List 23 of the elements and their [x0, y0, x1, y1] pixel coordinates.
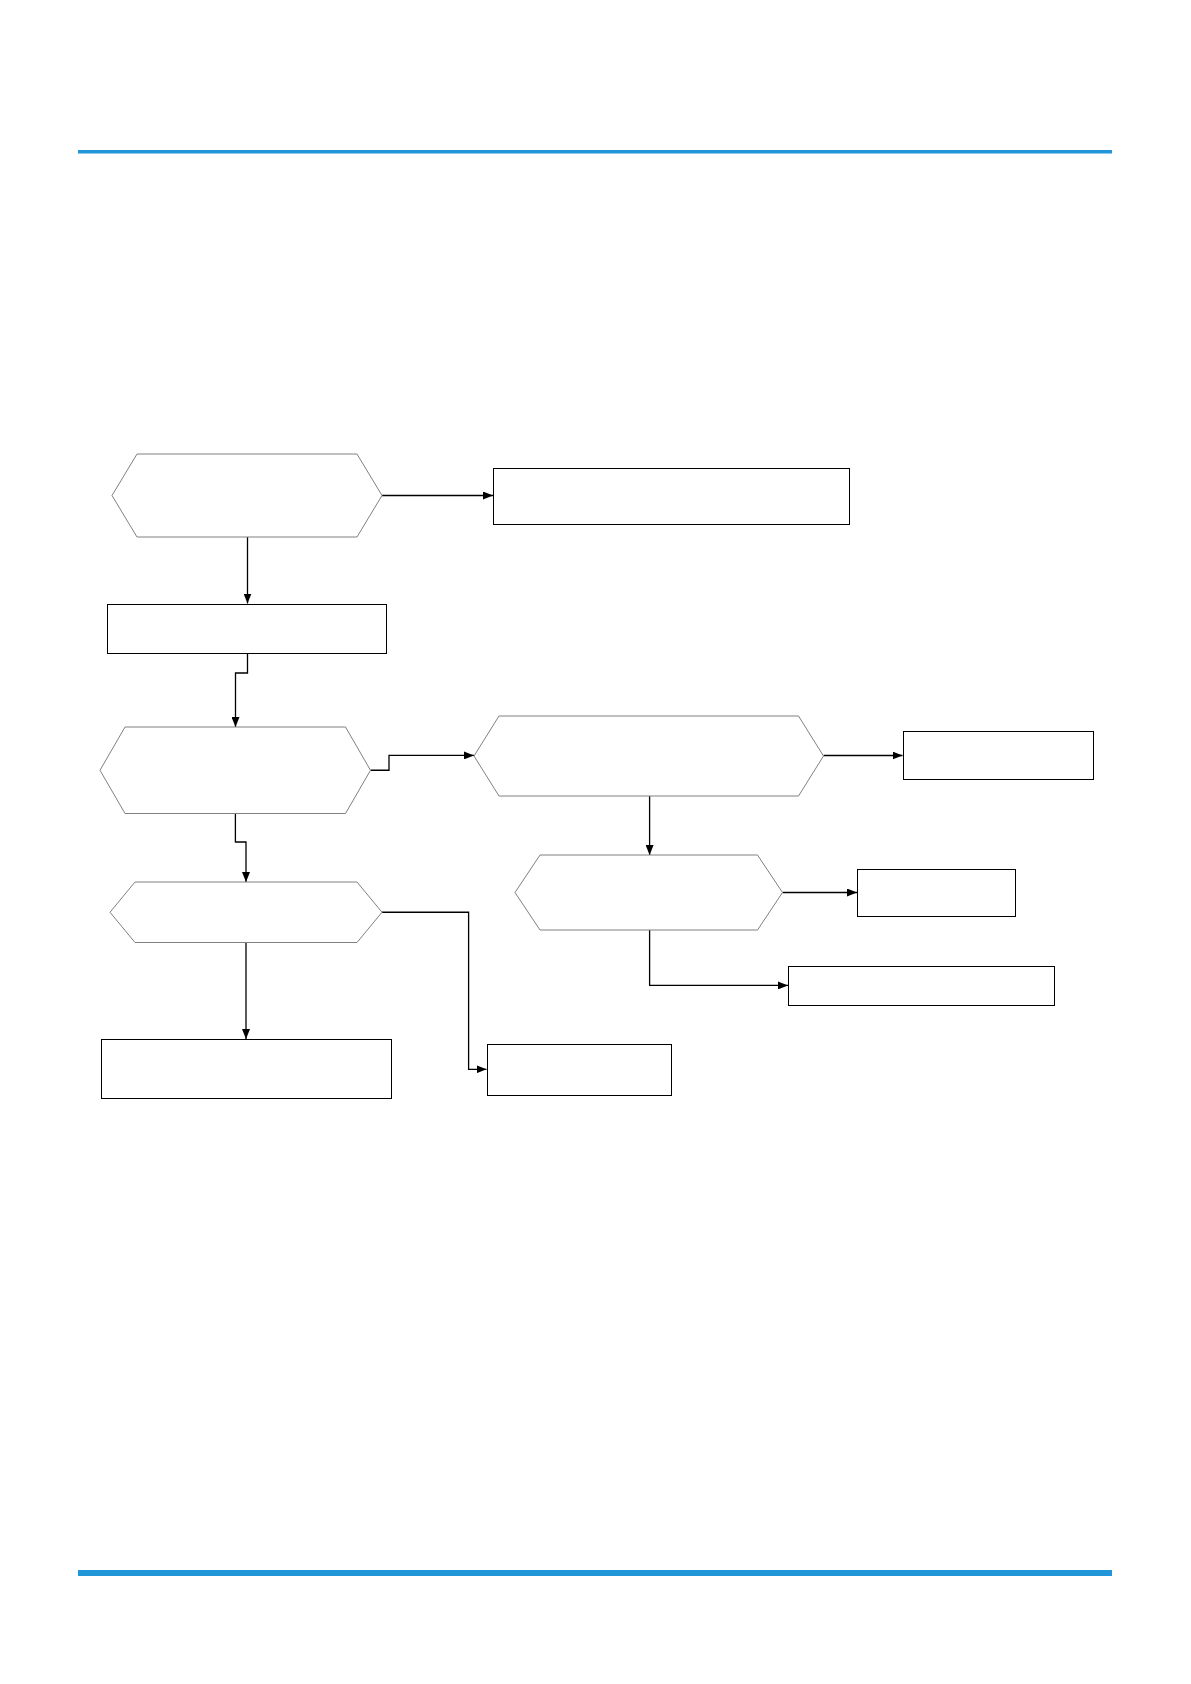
- process-box: [493, 467, 850, 525]
- decision-hexagon: [474, 715, 824, 796]
- process-box: [788, 965, 1055, 1006]
- decision-hexagon: [515, 855, 783, 930]
- arrow: [645, 794, 654, 856]
- process-box: [902, 731, 1094, 780]
- process-box: [100, 1039, 392, 1099]
- arrow: [781, 888, 858, 897]
- arrow: [231, 653, 249, 728]
- arrow: [380, 491, 494, 500]
- arrow: [234, 812, 250, 883]
- arrow: [822, 751, 904, 760]
- decision-hexagon: [110, 882, 382, 943]
- arrow: [242, 941, 250, 1040]
- process-box: [486, 1043, 672, 1096]
- decision-hexagon: [111, 454, 382, 537]
- arrow: [243, 536, 252, 605]
- decision-hexagon: [100, 727, 371, 814]
- arrow: [369, 751, 475, 771]
- arrow: [648, 929, 789, 990]
- arrow: [381, 911, 488, 1074]
- process-box: [857, 868, 1016, 917]
- process-box: [106, 603, 387, 654]
